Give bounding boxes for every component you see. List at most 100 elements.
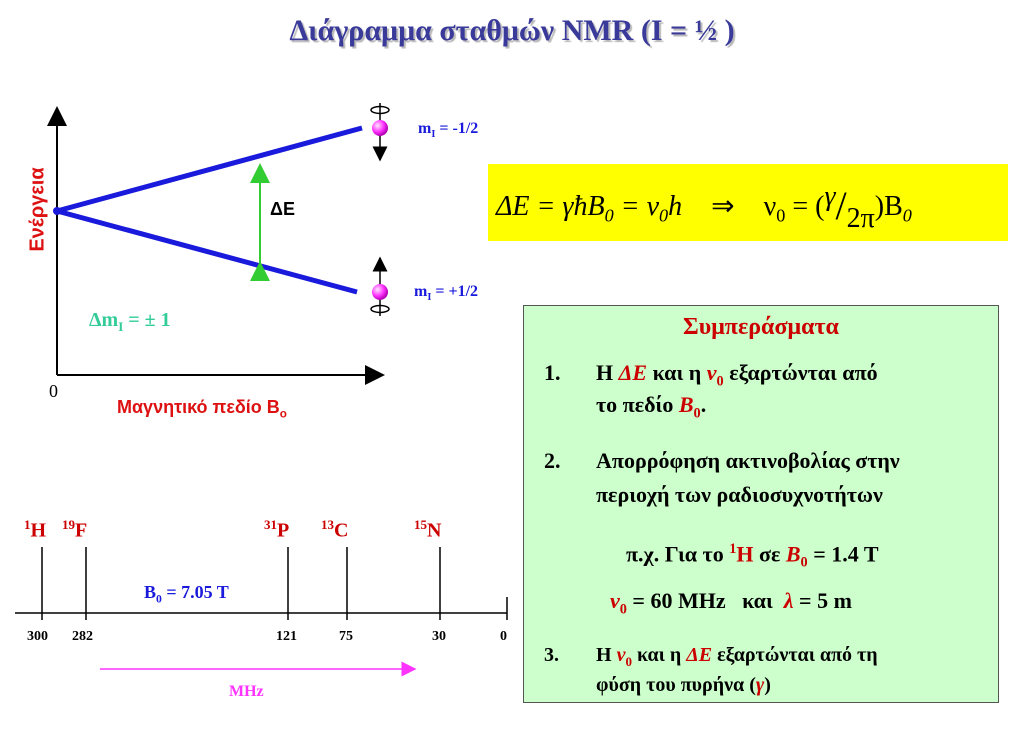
item3-end: ) (764, 674, 771, 696)
resonance-formula: ΔE = γħB0 = ν0h ⇒ ν0 = (γ/2π)B0 (496, 181, 912, 234)
nucleus-31p: 31P (264, 517, 289, 543)
formula-lhs-sub: 0 (604, 205, 614, 226)
item1-c: εξαρτώνται από (723, 360, 878, 385)
energy-axis-label: Ενέργεια (26, 167, 49, 252)
item1-b0: B (678, 392, 694, 417)
item3-line2-text: φύση του πυρήνα ( (596, 674, 756, 696)
item2-line1: Απορρόφηση ακτινοβολίας στην (596, 448, 900, 473)
nucleus-15n-symbol: N (427, 519, 442, 542)
item1-de: ΔE (618, 360, 648, 385)
nucleus-1h: 1H (24, 517, 46, 543)
freq-line-a: = 60 MHz και (626, 588, 784, 613)
example-b: σε (753, 541, 786, 567)
item1-end: . (700, 392, 707, 417)
item1-b: και η (647, 360, 707, 385)
item1-nu-sub: 0 (716, 373, 724, 390)
frequency-line: v0 = 60 MHz και λ = 5 m (610, 586, 852, 624)
freq-line-b: = 5 m (793, 588, 852, 613)
item1-a: Η (596, 360, 619, 385)
delta-e-label: ΔE (270, 199, 295, 219)
origin-label: 0 (49, 381, 58, 401)
example-a: π.χ. Για το (626, 541, 730, 567)
freq-line-lambda: λ (783, 588, 794, 613)
example-h: H (736, 541, 754, 567)
field-axis-sub: o (279, 407, 287, 421)
formula-lhs: ΔE = γħB (496, 191, 605, 222)
formula-close-sub: 0 (902, 205, 912, 226)
lower-level-line (56, 208, 358, 295)
item1-number: 1. (544, 360, 561, 385)
freq-13c: 75 (339, 629, 353, 644)
nucleus-31p-mass: 31 (264, 517, 277, 532)
example-b0-sub: 0 (800, 554, 808, 571)
nucleus-31p-symbol: P (277, 519, 290, 542)
formula-eq: = ( (785, 191, 825, 222)
field-axis-label: Μαγνητικό πεδίο Bo (117, 397, 287, 421)
nucleus-19f-symbol: F (75, 519, 88, 542)
item3-number: 3. (544, 644, 559, 666)
item3-gamma: γ (755, 674, 765, 696)
example-sup: 1 (729, 541, 737, 557)
conclusions-title: Συμπεράσματα (683, 314, 839, 340)
item1-nu: v (706, 360, 717, 385)
freq-31p: 121 (276, 629, 297, 644)
conclusions-box: Συμπεράσματα 1. Η ΔE και η v0 εξαρτώνται… (523, 305, 999, 703)
item3-line1: Η v0 και η ΔE εξαρτώνται από τη (596, 640, 878, 677)
nucleus-1h-mass: 1 (24, 517, 31, 532)
example-c: = 1.4 T (807, 541, 879, 567)
formula-h: h (668, 191, 683, 222)
upper-m-value: = -1/2 (435, 120, 479, 137)
example-b0: B (785, 541, 801, 567)
freq-zero: 0 (500, 629, 507, 644)
item1-line1: Η ΔE και η v0 εξαρτώνται από (596, 358, 878, 396)
formula-box: ΔE = γħB0 = ν0h ⇒ ν0 = (γ/2π)B0 (488, 164, 1008, 241)
item3-line2: φύση του πυρήνα (γ) (596, 670, 771, 700)
selection-rule-prefix: Δm (89, 309, 119, 331)
upper-level-label: mI = -1/2 (418, 120, 478, 140)
spin-up-icon (370, 256, 390, 316)
selection-rule: ΔmI = ± 1 (89, 309, 171, 335)
upper-level-line (56, 125, 363, 214)
field-strength-sub: 0 (156, 592, 162, 606)
field-axis-text: Μαγνητικό πεδίο B (117, 397, 280, 417)
mhz-label: MHz (229, 683, 264, 700)
item3-c: εξαρτώνται από τη (712, 644, 878, 666)
nucleus-1h-symbol: H (30, 519, 47, 542)
item3-nu: v (616, 644, 626, 666)
formula-nu-sub: 0 (776, 205, 786, 226)
nucleus-15n: 15N (414, 517, 441, 543)
spin-down-icon (370, 103, 390, 162)
upper-m-sub: I (431, 129, 436, 141)
nucleus-19f-mass: 19 (62, 517, 75, 532)
item1-b0-sub: 0 (693, 405, 701, 422)
item1-line2: το πεδίο B0. (596, 390, 706, 428)
nucleus-13c-symbol: C (334, 519, 349, 542)
lower-level-label: mI = +1/2 (414, 283, 478, 303)
formula-middle-sub: 0 (659, 205, 669, 226)
formula-close: )B (874, 191, 903, 222)
item2-line2: περιοχή των ραδιοσυχνοτήτων (596, 482, 883, 507)
freq-line-nu: v (610, 588, 620, 613)
freq-15n: 30 (432, 629, 446, 644)
lower-m-sub: I (427, 292, 432, 304)
freq-19f: 282 (72, 629, 93, 644)
lower-m: m (414, 283, 428, 300)
lower-m-value: = +1/2 (431, 283, 479, 300)
implies-icon: ⇒ (711, 191, 735, 222)
item3-a: Η (596, 644, 617, 666)
formula-middle: = ν (613, 191, 659, 222)
formula-nu: ν (763, 191, 777, 222)
freq-line-nu-sub: 0 (619, 601, 627, 618)
item2-number: 2. (544, 448, 561, 473)
item3-b: και η (631, 644, 687, 666)
page-title: Διάγραμμα σταθμών NMR (I = ½ ) (289, 14, 735, 47)
formula-two-pi: 2π (846, 203, 875, 234)
item3-nu-sub: 0 (625, 654, 632, 669)
field-strength-label: B0 = 7.05 T (144, 582, 229, 606)
item3-de: ΔE (686, 644, 713, 666)
nucleus-15n-mass: 15 (414, 517, 427, 532)
nucleus-13c-mass: 13 (321, 517, 334, 532)
nucleus-13c: 13C (321, 517, 348, 543)
nucleus-19f: 19F (62, 517, 87, 543)
